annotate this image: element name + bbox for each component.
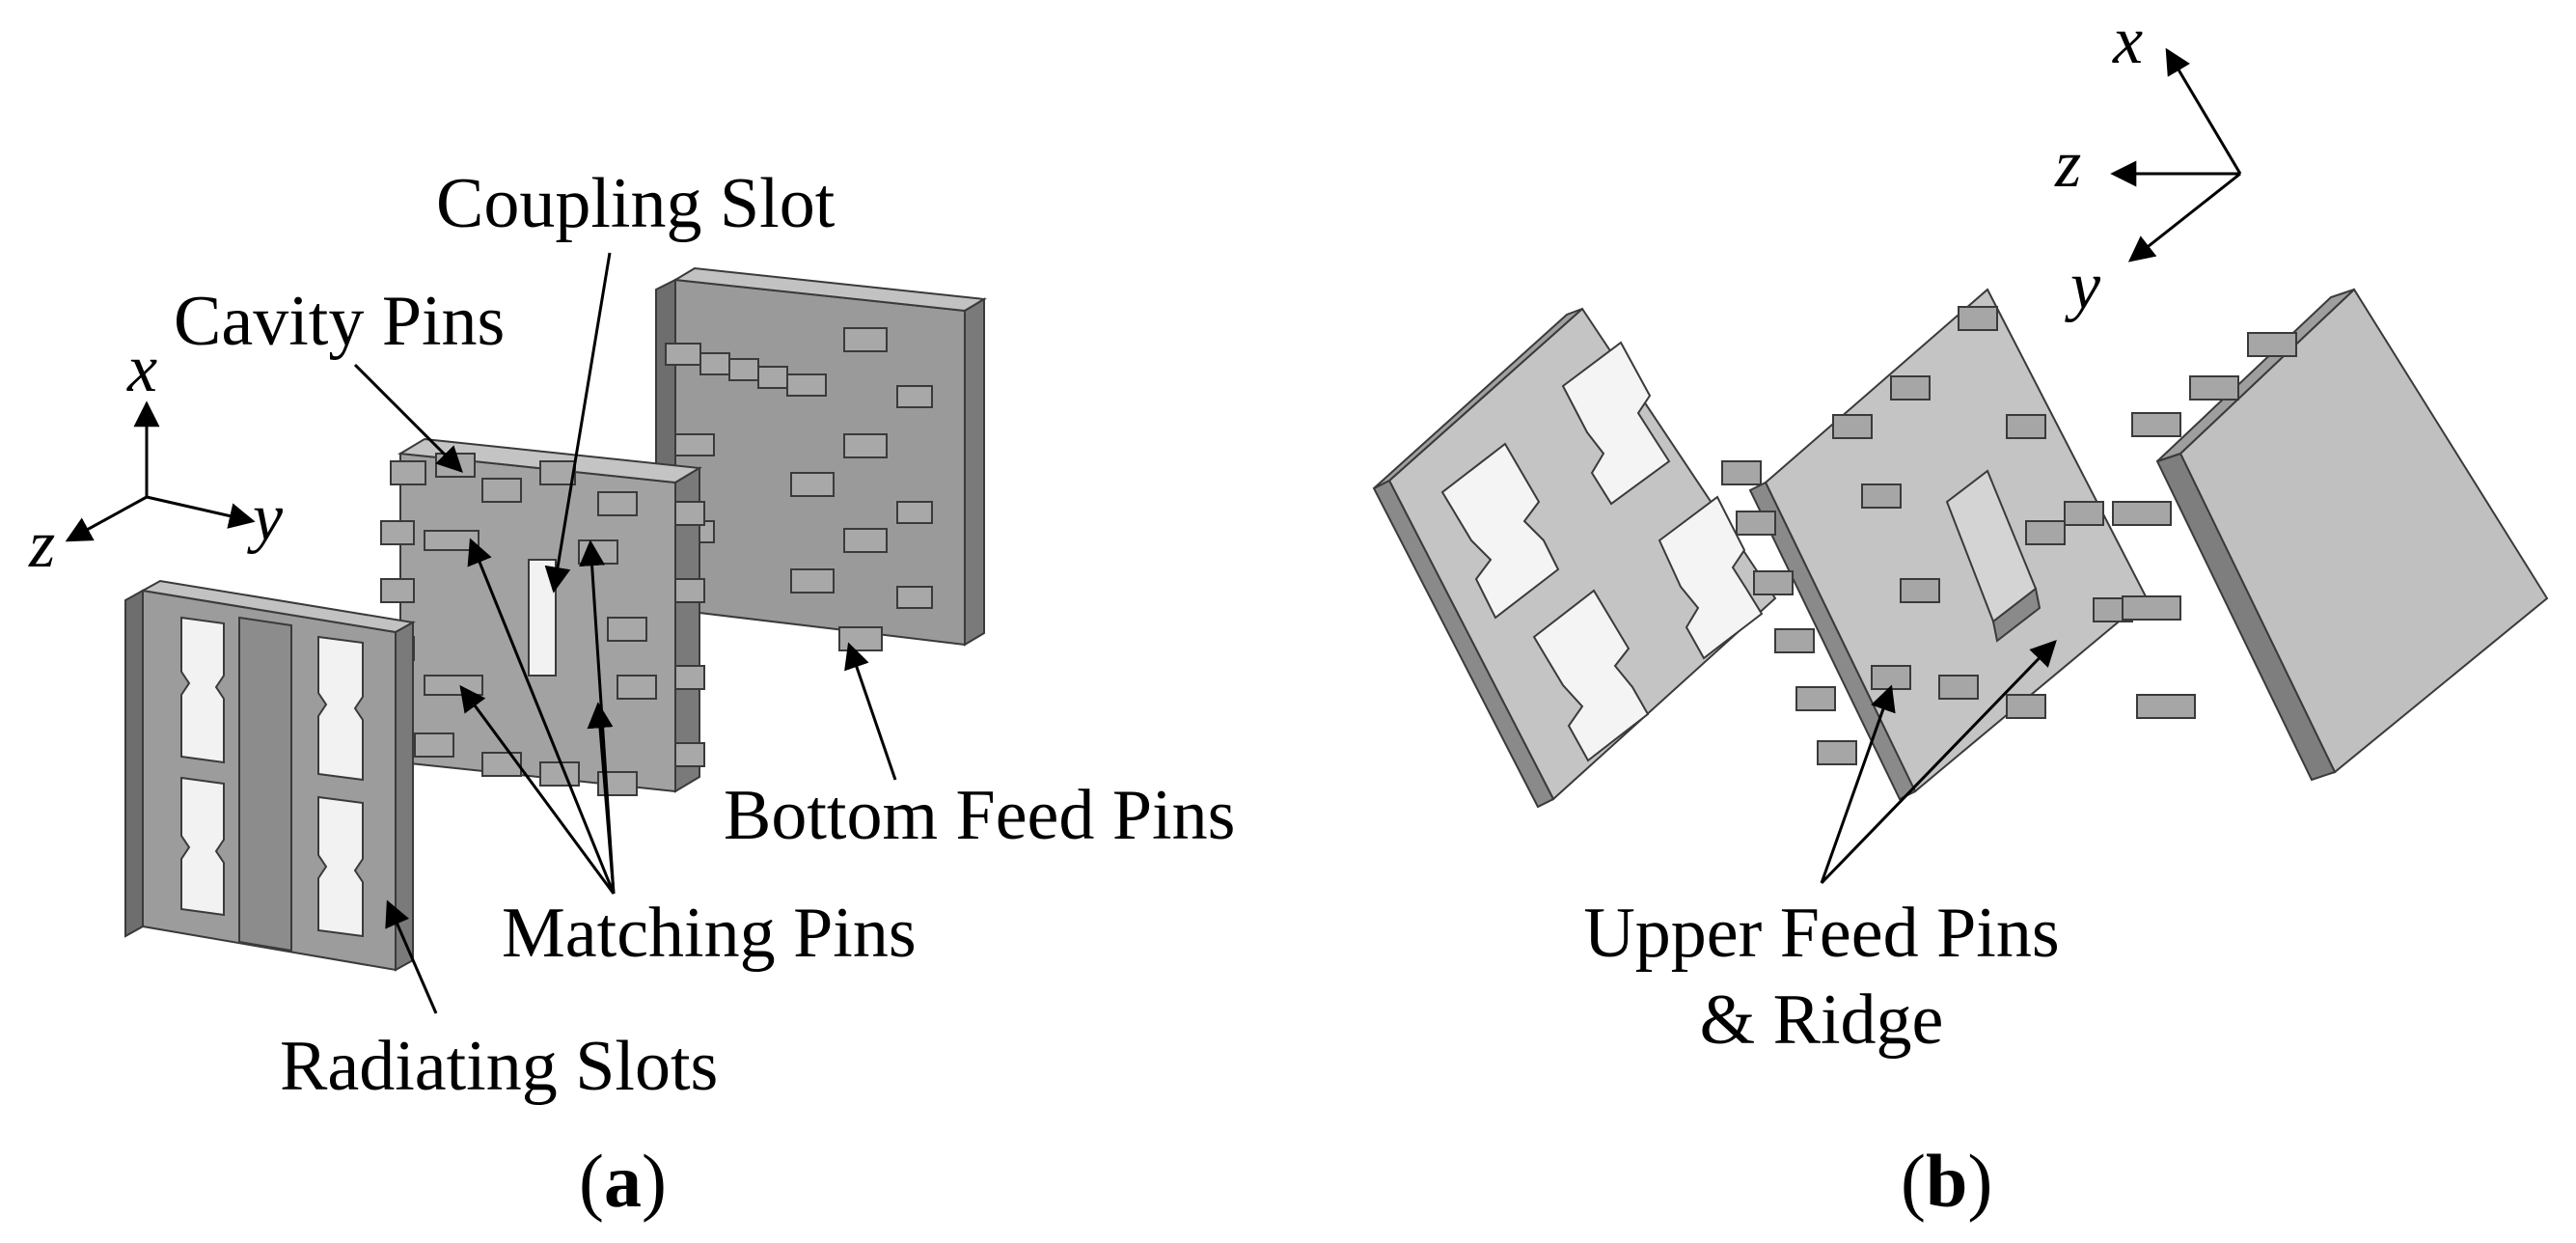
label-cavity-pins: Cavity Pins	[174, 282, 506, 361]
panel-b-feed-plate	[1721, 288, 2149, 801]
label-radiating-slots: Radiating Slots	[280, 1027, 719, 1106]
leader-cavity-pins	[353, 363, 463, 473]
caption-b-letter: b	[1925, 1139, 1968, 1223]
leader-radiating-slots	[385, 899, 438, 1014]
leader-coupling-slot	[544, 252, 612, 594]
leader-bottom-feed-pins	[844, 642, 897, 781]
panel-b-solid-plate	[2112, 288, 2549, 782]
caption-b: (b)	[1901, 1139, 1993, 1223]
leader-matching-pins-2	[459, 684, 616, 895]
panel-b-artwork	[1372, 47, 2549, 885]
panel-a-artwork	[65, 252, 988, 1014]
label-bottom-feed-pins: Bottom Feed Pins	[724, 776, 1236, 855]
axis-triad-a	[65, 401, 256, 542]
leader-lines-b	[1820, 640, 2057, 885]
label-matching-pins: Matching Pins	[502, 894, 917, 973]
axis-b-x-label: x	[2113, 4, 2144, 78]
leader-matching-pins-4	[587, 702, 616, 895]
label-coupling-slot: Coupling Slot	[436, 164, 836, 243]
leader-lines-a	[353, 252, 897, 1014]
label-upper-feed-pins: Upper Feed Pins	[1583, 894, 2060, 973]
radiating-plate	[124, 579, 416, 972]
axis-a-x-label: x	[127, 332, 158, 406]
caption-a: (a)	[579, 1139, 667, 1223]
axis-a-z-label: z	[29, 508, 56, 582]
label-ridge: & Ridge	[1699, 981, 1944, 1060]
axis-b-z-label: z	[2055, 127, 2082, 202]
axis-a-y-label: y	[253, 481, 284, 555]
caption-a-letter: a	[603, 1139, 642, 1223]
cavity-plate	[380, 437, 705, 796]
axis-b-y-label: y	[2070, 249, 2101, 323]
panel-b-radiating-plate	[1372, 307, 1777, 809]
axis-triad-b	[2110, 47, 2242, 262]
coupling-slot-shape	[528, 559, 557, 677]
leader-matching-pins-1	[467, 538, 616, 895]
